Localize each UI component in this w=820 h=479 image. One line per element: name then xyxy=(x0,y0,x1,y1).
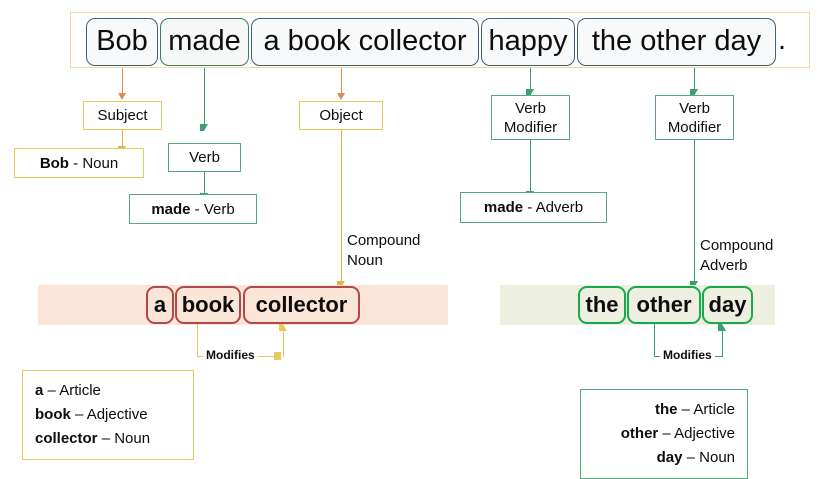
legend-dash: – xyxy=(97,430,115,447)
arrowhead-object xyxy=(336,93,345,100)
legend-entry: day – Noun xyxy=(593,446,735,470)
legend-entry: book – Adjective xyxy=(35,403,181,427)
connector-vm1-madeadverb xyxy=(530,140,531,192)
phrase-chip-a[interactable]: a xyxy=(146,286,174,324)
arrowhead-happy-verbmod xyxy=(525,89,534,96)
modifies-left-label: Modifies xyxy=(203,348,258,363)
pos-box-made-verb[interactable]: made - Verb xyxy=(129,194,257,224)
caption-compound-noun: Compound Noun xyxy=(347,232,421,269)
legend-dash: – xyxy=(43,382,60,399)
pos-word-made-verb: made xyxy=(151,200,191,218)
legend-entry: a – Article xyxy=(35,379,181,403)
arrowhead-modifies-left-right xyxy=(274,352,281,360)
connector-object-compoundnoun xyxy=(341,130,342,285)
pos-word-bob: Bob xyxy=(39,154,69,172)
phrase-chip-collector[interactable]: collector xyxy=(243,286,360,324)
legend-word: day xyxy=(656,449,683,466)
legend-word: book xyxy=(35,406,71,423)
legend-entry: the – Article xyxy=(593,398,735,422)
role-box-verb-modifier-1[interactable]: Verb Modifier xyxy=(491,95,570,140)
connector-bob-subject xyxy=(122,68,123,94)
phrase-chip-the[interactable]: the xyxy=(578,286,626,324)
legend-pos: Article xyxy=(693,401,735,418)
arrowhead-made-verb xyxy=(199,124,208,131)
pos-tag-made-adverb: - Adverb xyxy=(523,199,584,216)
legend-pos: Noun xyxy=(114,430,151,447)
modifies-left-riser xyxy=(283,330,284,357)
connector-vm2-compoundadverb xyxy=(694,140,695,285)
caption-compound-adverb: Compound Adverb xyxy=(700,237,774,274)
arrowhead-day-verbmod xyxy=(689,89,698,96)
pos-box-bob-noun[interactable]: Bob - Noun xyxy=(14,148,144,178)
legend-word: the xyxy=(654,401,678,418)
role-box-verb[interactable]: Verb xyxy=(168,143,241,172)
sentence-word-made[interactable]: made xyxy=(160,18,249,66)
pos-word-made-adverb: made xyxy=(483,199,524,216)
phrase-band-adverb xyxy=(500,285,775,325)
pos-tag-bob: - Noun xyxy=(68,154,119,172)
arrowhead-modifies-left-up xyxy=(278,324,287,331)
legend-dash: – xyxy=(682,449,700,466)
connector-made-verb xyxy=(204,68,205,125)
legend-word: other xyxy=(620,425,659,442)
role-box-object[interactable]: Object xyxy=(299,101,383,130)
arrowhead-object-compoundnoun xyxy=(336,281,345,288)
legend-pos: Article xyxy=(59,382,101,399)
phrase-chip-other[interactable]: other xyxy=(627,286,701,324)
arrowhead-modifies-right-up xyxy=(717,324,726,331)
connector-subject-bobnoun xyxy=(122,130,123,147)
legend-entry: collector – Noun xyxy=(35,427,181,451)
arrowhead-vm2-compoundadverb xyxy=(689,281,698,288)
legend-dash: – xyxy=(677,401,694,418)
modifies-right-stem xyxy=(654,324,655,357)
legend-word: collector xyxy=(35,430,98,447)
pos-tag-made-verb: - Verb xyxy=(190,200,235,218)
legend-pos: Adjective xyxy=(674,425,735,442)
legend-pos: Adjective xyxy=(86,406,148,423)
phrase-chip-day[interactable]: day xyxy=(702,286,753,324)
connector-verb-madeverb xyxy=(204,172,205,194)
legend-adverb-phrase: the – Article other – Adjective day – No… xyxy=(580,389,748,479)
connector-happy-verbmod xyxy=(530,68,531,90)
role-box-subject[interactable]: Subject xyxy=(83,101,162,130)
legend-dash: – xyxy=(70,406,87,423)
pos-box-made-adverb[interactable]: made - Adverb xyxy=(460,192,607,223)
sentence-word-the-other-day[interactable]: the other day xyxy=(577,18,776,66)
legend-word: a xyxy=(35,382,44,399)
legend-dash: – xyxy=(658,425,675,442)
modifies-left-stem xyxy=(197,324,198,357)
sentence-word-bob[interactable]: Bob xyxy=(86,18,158,66)
connector-day-verbmod xyxy=(694,68,695,90)
arrowhead-bob-subject xyxy=(117,93,126,100)
sentence-word-a-book-collector[interactable]: a book collector xyxy=(251,18,479,66)
modifies-right-label: Modifies xyxy=(660,348,715,363)
role-box-verb-modifier-2[interactable]: Verb Modifier xyxy=(655,95,734,140)
phrase-chip-book[interactable]: book xyxy=(175,286,241,324)
sentence-period: . xyxy=(778,24,787,56)
legend-entry: other – Adjective xyxy=(593,422,735,446)
legend-pos: Noun xyxy=(699,449,735,466)
legend-noun-phrase: a – Article book – Adjective collector –… xyxy=(22,370,194,460)
sentence-word-happy[interactable]: happy xyxy=(481,18,575,66)
modifies-right-riser xyxy=(722,330,723,357)
connector-object xyxy=(341,68,342,94)
